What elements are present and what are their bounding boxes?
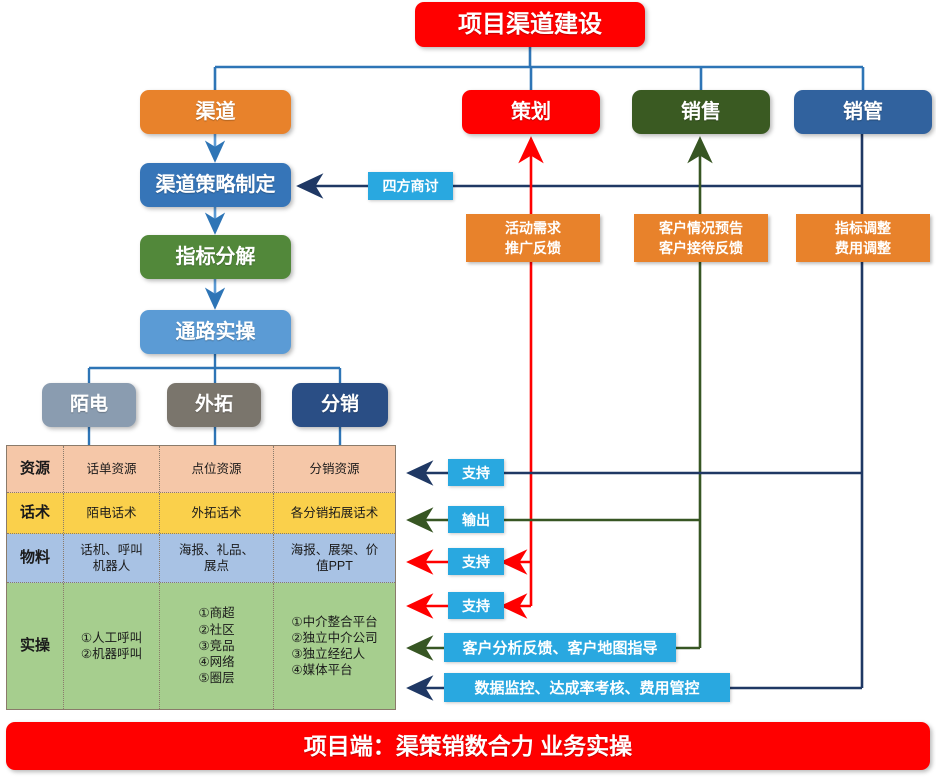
table-row: 话术 陌电话术 外拓话术 各分销拓展话术 (7, 493, 395, 534)
node-xiaoshou[interactable]: 销售 (632, 90, 770, 134)
node-xiaoguan[interactable]: 销管 (794, 90, 932, 134)
label-four-party-discussion: 四方商讨 (368, 172, 453, 200)
cell-ziyuan-waituo: 点位资源 (160, 446, 274, 492)
node-target-breakdown[interactable]: 指标分解 (140, 235, 291, 279)
callout-xiaoshou: 客户情况预告 客户接待反馈 (634, 214, 768, 262)
footer-banner: 项目端：渠策销数合力 业务实操 (6, 722, 930, 770)
node-qudao[interactable]: 渠道 (140, 90, 291, 134)
cell-shicao-fenxiao: ①中介整合平台 ②独立中介公司 ③独立经纪人 ④媒体平台 (291, 614, 378, 678)
cell-ziyuan-modian: 话单资源 (64, 446, 160, 492)
node-cehua[interactable]: 策划 (462, 90, 600, 134)
capability-matrix: 资源 话单资源 点位资源 分销资源 话术 陌电话术 外拓话术 各分销拓展话术 物… (6, 445, 396, 710)
label-support-resource: 支持 (448, 459, 504, 486)
callout-xiaoguan: 指标调整 费用调整 (796, 214, 930, 262)
node-distribution[interactable]: 分销 (292, 383, 388, 427)
label-support-material: 支持 (448, 548, 504, 575)
node-cold-call[interactable]: 陌电 (42, 383, 136, 427)
node-channel-execution[interactable]: 通路实操 (140, 310, 291, 354)
label-data-monitoring: 数据监控、达成率考核、费用管控 (444, 673, 730, 702)
cell-huashu-waituo: 外拓话术 (160, 493, 274, 533)
table-row: 物料 话机、呼叫 机器人 海报、礼品、 展点 海报、展架、价 值PPT (7, 534, 395, 583)
row-header-huashu: 话术 (7, 493, 64, 533)
node-outreach[interactable]: 外拓 (167, 383, 261, 427)
cell-huashu-modian: 陌电话术 (64, 493, 160, 533)
cell-shicao-modian: ①人工呼叫 ②机器呼叫 (64, 583, 160, 709)
row-header-ziyuan: 资源 (7, 446, 64, 492)
page-title: 项目渠道建设 (415, 2, 645, 47)
cell-huashu-fenxiao: 各分销拓展话术 (290, 505, 379, 520)
callout-cehua: 活动需求 推广反馈 (466, 214, 600, 262)
cell-shicao-waituo: ①商超 ②社区 ③竞品 ④网络 ⑤圈层 (160, 583, 274, 709)
cell-wuliao-waituo: 海报、礼品、 展点 (160, 534, 274, 582)
table-row: 实操 ①人工呼叫 ②机器呼叫 ①商超 ②社区 ③竞品 ④网络 ⑤圈层 ①中介整合… (7, 583, 395, 709)
cell-wuliao-modian: 话机、呼叫 机器人 (64, 534, 160, 582)
row-header-shicao: 实操 (7, 583, 64, 709)
table-row: 资源 话单资源 点位资源 分销资源 (7, 446, 395, 493)
node-channel-strategy[interactable]: 渠道策略制定 (140, 163, 291, 207)
cell-wuliao-fenxiao: 海报、展架、价 值PPT (290, 542, 379, 573)
label-support-execution: 支持 (448, 592, 504, 619)
cell-ziyuan-fenxiao: 分销资源 (309, 461, 360, 476)
label-customer-analysis: 客户分析反馈、客户地图指导 (444, 633, 676, 662)
row-header-wuliao: 物料 (7, 534, 64, 582)
label-output-script: 输出 (448, 506, 504, 533)
